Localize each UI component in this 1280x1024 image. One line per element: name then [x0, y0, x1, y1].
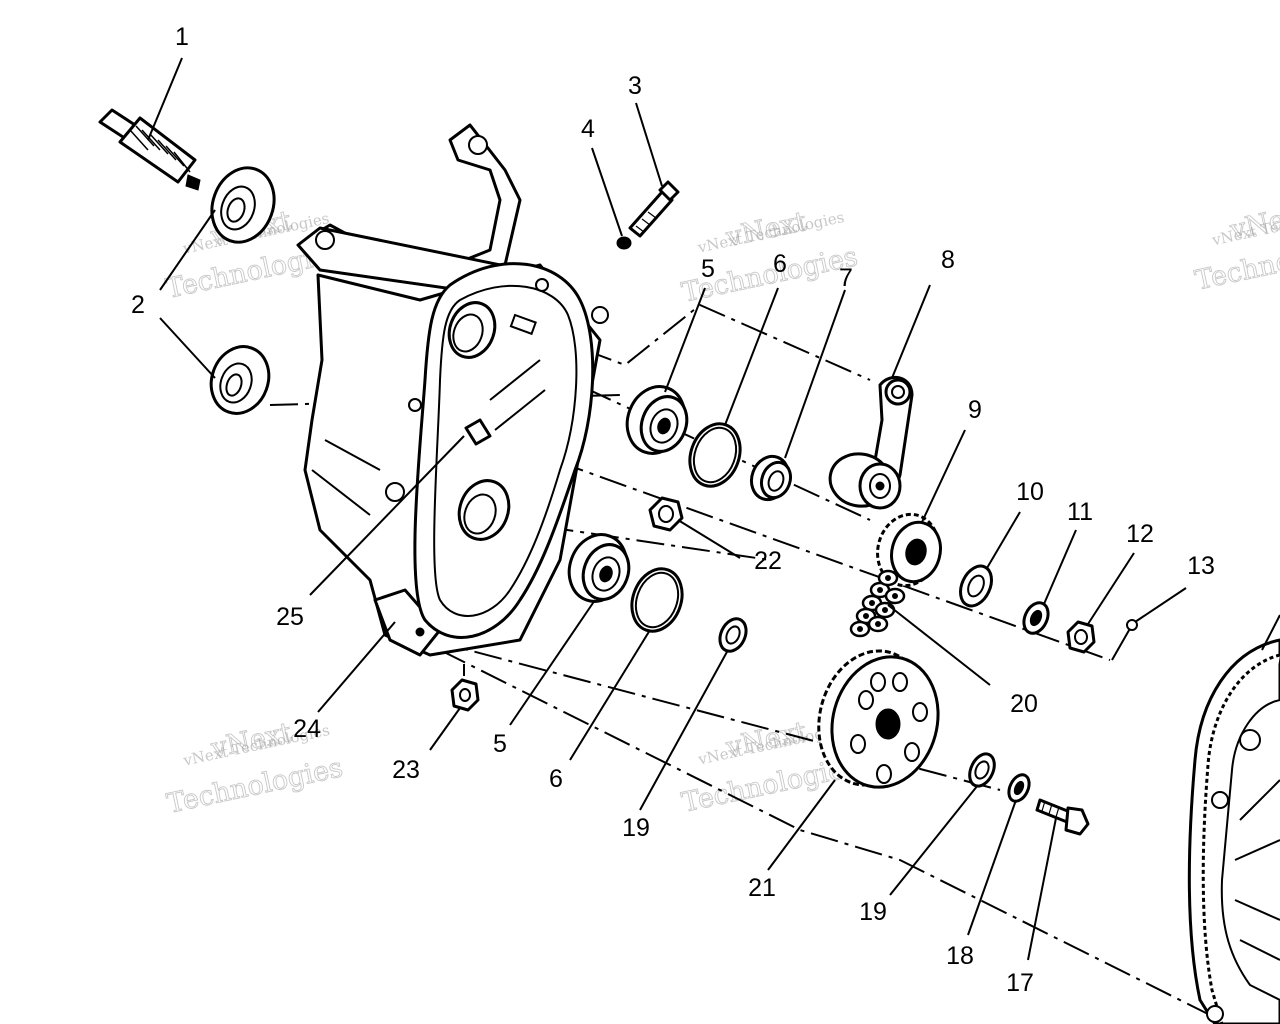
nut-part-22 — [648, 496, 684, 532]
callout-24: 24 — [293, 715, 321, 743]
bolt-part-17 — [1035, 798, 1090, 836]
chaincase-housing-part-24 — [296, 123, 609, 657]
callout-18: 18 — [946, 942, 974, 970]
callout-22: 22 — [754, 547, 782, 575]
watermark-top-right: Technologies vNext vNext Technologies — [1192, 199, 1280, 298]
bolt-part-3 — [628, 180, 680, 238]
chain-part-20 — [849, 569, 906, 638]
callout-8: 8 — [941, 246, 955, 274]
callout-23: 23 — [392, 756, 420, 784]
callout-6-upper: 6 — [773, 250, 787, 278]
callout-3: 3 — [628, 72, 642, 100]
nut-part-12 — [1066, 620, 1096, 654]
callout-4: 4 — [581, 115, 595, 143]
washer-part-10 — [959, 564, 993, 608]
callout-2: 2 — [131, 291, 145, 319]
callout-21: 21 — [748, 874, 776, 902]
callout-10: 10 — [1016, 478, 1044, 506]
callout-13: 13 — [1187, 552, 1215, 580]
callout-25: 25 — [276, 603, 304, 631]
stud-part-25 — [464, 418, 492, 446]
shaft-part-1 — [98, 108, 201, 191]
callout-19-lower: 19 — [859, 898, 887, 926]
nut-part-23 — [450, 664, 480, 712]
snap-ring-part-6-upper — [688, 422, 742, 488]
bearing-part-5-upper — [625, 385, 689, 455]
washer-part-19-lower — [968, 752, 996, 788]
watermark-top-center: Technologies vNext vNext Technologies — [679, 206, 861, 310]
sprocket-part-9 — [876, 512, 942, 588]
snap-ring-part-6-lower — [630, 567, 684, 633]
callout-5-lower: 5 — [493, 730, 507, 758]
callout-9: 9 — [968, 396, 982, 424]
lock-washer-part-18 — [1007, 773, 1031, 803]
callout-7: 7 — [839, 264, 853, 292]
callout-numbers: 1 2 3 4 5 6 7 8 9 10 11 12 13 20 22 25 2… — [131, 23, 1215, 997]
cotter-pin-part-13 — [1111, 619, 1138, 661]
chaincase-cover-partial — [1187, 638, 1280, 1024]
callout-5-upper: 5 — [701, 255, 715, 283]
seal-part-2-lower — [209, 345, 271, 415]
bearing-part-5-lower — [567, 533, 631, 603]
lock-washer-part-11 — [1022, 601, 1050, 635]
leader-lines — [147, 57, 1280, 961]
callout-11: 11 — [1067, 498, 1093, 526]
callout-6-lower: 6 — [549, 765, 563, 793]
seal-part-7 — [749, 454, 793, 502]
callout-1: 1 — [175, 23, 189, 51]
callout-20: 20 — [1010, 690, 1038, 718]
callout-19-upper: 19 — [622, 814, 650, 842]
tensioner-arm-part-8 — [828, 375, 914, 510]
sprocket-part-21 — [817, 649, 940, 789]
washer-part-19-upper — [718, 617, 748, 653]
callout-12: 12 — [1126, 520, 1154, 548]
callout-17: 17 — [1006, 969, 1034, 997]
set-screw-part-4 — [616, 236, 632, 250]
seal-part-2-upper — [210, 166, 276, 244]
